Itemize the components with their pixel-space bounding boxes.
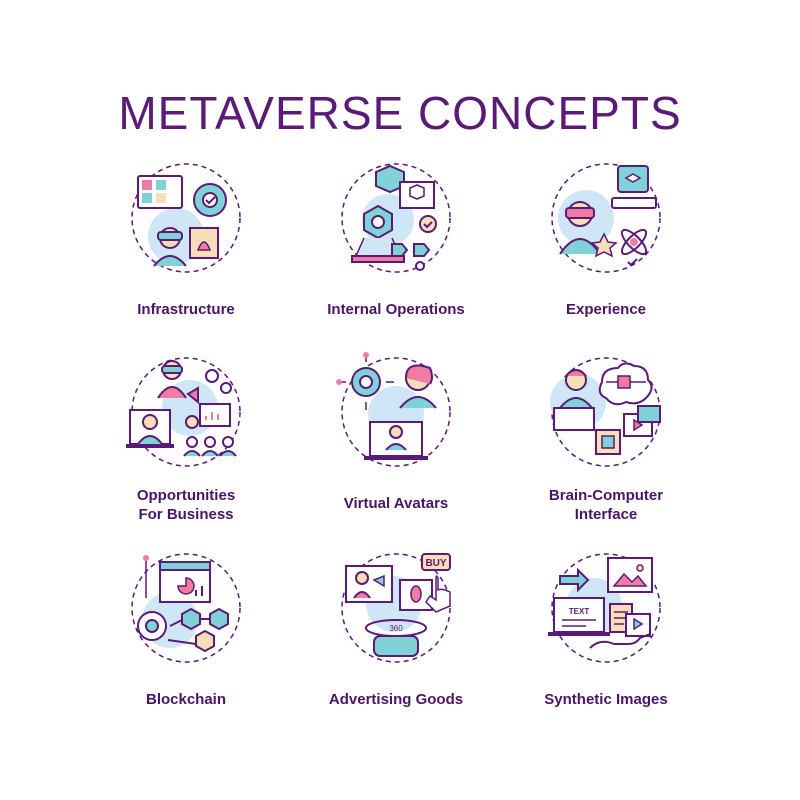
concept-label: Opportunities For Business <box>136 487 236 523</box>
svg-text:BUY: BUY <box>425 558 446 569</box>
avatars-network-icon <box>336 352 456 472</box>
vr-experience-icon <box>546 158 666 278</box>
synthetic-media-icon: TEXT <box>546 548 666 668</box>
concept-label: Infrastructure <box>137 301 235 318</box>
concept-label: Internal Operations <box>327 301 465 318</box>
concept-label: Brain-Computer Interface <box>548 487 664 523</box>
vr-infrastructure-icon <box>126 158 246 278</box>
concept-label: Experience <box>565 301 647 318</box>
blockchain-cubes-icon <box>126 548 246 668</box>
brain-chip-icon <box>546 352 666 472</box>
concept-label: Synthetic Images <box>544 691 668 708</box>
advertising-buy-icon: BUY 360 <box>336 548 456 668</box>
business-people-icon <box>126 352 246 472</box>
hologram-operations-icon <box>336 158 456 278</box>
concept-label: Virtual Avatars <box>343 495 449 512</box>
concept-label: Advertising Goods <box>328 691 464 708</box>
svg-text:360: 360 <box>389 624 403 633</box>
page-title: METAVERSE CONCEPTS <box>118 87 682 139</box>
concept-label: Blockchain <box>145 691 227 708</box>
svg-text:TEXT: TEXT <box>569 607 590 616</box>
